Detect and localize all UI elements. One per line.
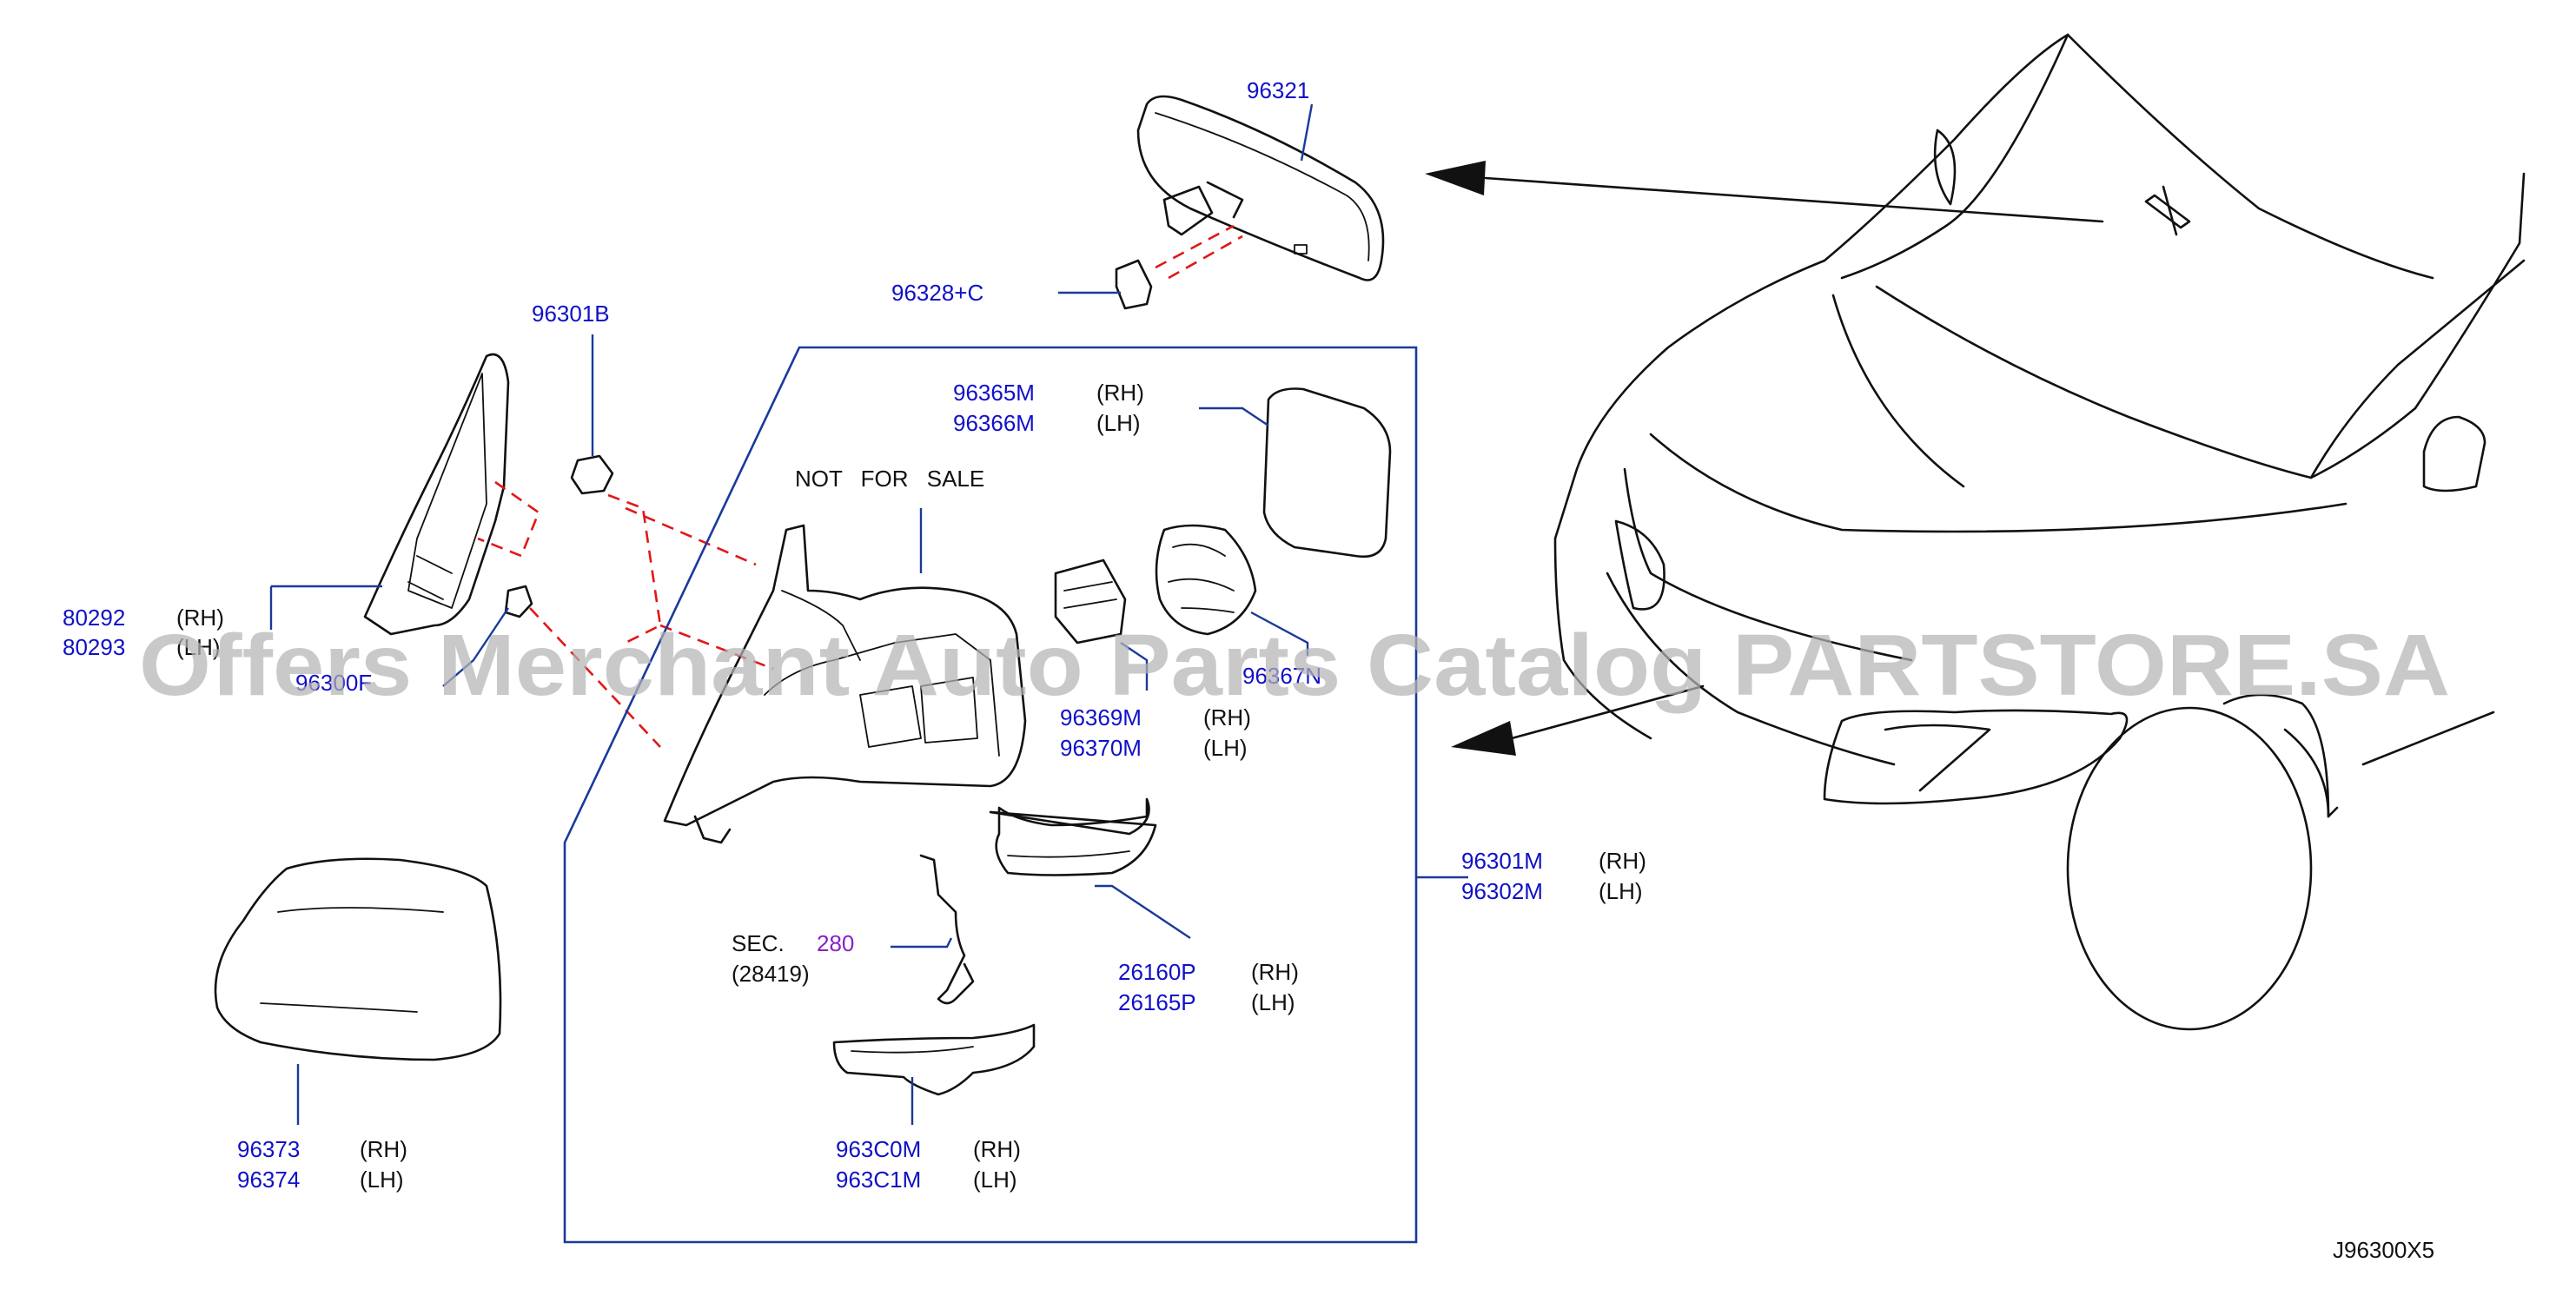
label-96366m[interactable]: 96366M — [953, 410, 1035, 436]
label-96301m[interactable]: 96301M — [1461, 848, 1543, 874]
label-96301b[interactable]: 96301B — [532, 301, 610, 327]
label-963c1m[interactable]: 963C1M — [836, 1167, 921, 1193]
turn-signal-lamp-drawing — [989, 797, 1157, 876]
watermark: Offers Merchant Auto Parts Catalog PARTS… — [139, 617, 2450, 714]
label-963c1m-side: (LH) — [973, 1167, 1017, 1193]
label-96301m-side: (RH) — [1599, 848, 1646, 874]
puddle-lamp-cover-drawing — [832, 1023, 1036, 1096]
label-96367n[interactable]: 96367N — [1242, 663, 1321, 689]
label-96302m[interactable]: 96302M — [1461, 878, 1543, 904]
label-96365m-side: (RH) — [1096, 380, 1144, 406]
locator-arrow-lower — [1451, 684, 1705, 756]
locator-arrow-upper — [1425, 161, 2104, 223]
assembly-group-box — [563, 346, 1418, 1244]
label-96370m-side: (LH) — [1203, 735, 1248, 761]
mirror-glass-drawing — [1262, 387, 1392, 559]
mirror-mount-connector — [1155, 224, 1243, 280]
label-96373[interactable]: 96373 — [237, 1136, 300, 1162]
label-96369m-side: (RH) — [1203, 704, 1251, 730]
label-80292[interactable]: 80292 — [63, 605, 125, 631]
label-80292-side: (RH) — [176, 605, 224, 631]
sec-number-link[interactable]: 280 — [817, 930, 854, 956]
finisher-connector-lines — [477, 480, 774, 748]
label-96373-side: (RH) — [360, 1136, 407, 1162]
diagram-code: J96300X5 — [2333, 1237, 2434, 1263]
sec-prefix: SEC. — [732, 930, 785, 956]
label-96321[interactable]: 96321 — [1247, 77, 1309, 103]
label-80293[interactable]: 80293 — [63, 634, 125, 660]
label-96302m-side: (LH) — [1599, 878, 1643, 904]
harness-drawing — [919, 854, 975, 1005]
label-96366m-side: (LH) — [1096, 410, 1141, 436]
label-963c0m-side: (RH) — [973, 1136, 1021, 1162]
clip-96300f-drawing — [504, 585, 533, 618]
rear-view-mirror-drawing — [1115, 95, 1385, 310]
label-963c0m[interactable]: 963C0M — [836, 1136, 921, 1162]
label-26160p-side: (RH) — [1251, 959, 1299, 985]
mirror-actuator-drawing — [1155, 524, 1257, 636]
label-96328c[interactable]: 96328+C — [891, 280, 983, 306]
label-80293-side: (LH) — [176, 634, 221, 660]
clip-96301b-drawing — [570, 334, 614, 495]
label-96374-side: (LH) — [360, 1167, 404, 1193]
sec-ref: (28419) — [732, 961, 810, 987]
label-96370m[interactable]: 96370M — [1060, 735, 1142, 761]
label-26165p[interactable]: 26165P — [1118, 989, 1196, 1015]
label-26165p-side: (LH) — [1251, 989, 1295, 1015]
fold-motor-drawing — [1054, 559, 1127, 644]
label-96365m[interactable]: 96365M — [953, 380, 1035, 406]
label-26160p[interactable]: 26160P — [1118, 959, 1196, 985]
vehicle-outline-drawing — [1553, 33, 2526, 1031]
label-96374[interactable]: 96374 — [237, 1167, 300, 1193]
label-96369m[interactable]: 96369M — [1060, 704, 1142, 730]
part-labels: 96321 96328+C 96301B 80292 (RH) 80293 (L… — [63, 77, 2434, 1263]
door-mirror-assembly-drawing — [663, 524, 1027, 844]
mirror-finisher-drawing — [363, 353, 510, 636]
leader-lines — [269, 103, 1314, 1125]
not-for-sale-note: NOT FOR SALE — [795, 466, 984, 492]
label-96300f[interactable]: 96300F — [295, 670, 372, 696]
mirror-cover-drawing — [214, 857, 502, 1061]
